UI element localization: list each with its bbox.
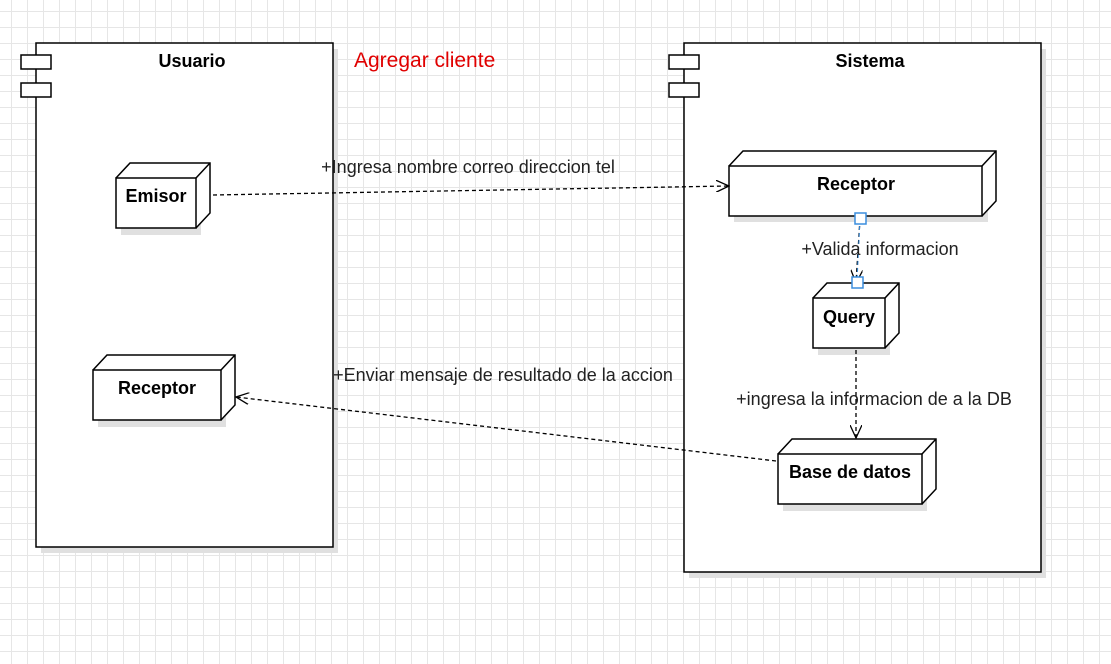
node-emisor[interactable]: Emisor (115, 162, 211, 235)
component-port-icon (20, 54, 52, 70)
message-ingresa-db-label: +ingresa la informacion de a la DB (736, 389, 1012, 409)
node-label-receptor-sistema: Receptor (817, 174, 895, 194)
selection-handle[interactable] (854, 212, 867, 225)
message-valida-label: +Valida informacion (801, 239, 958, 259)
node-label-base-de-datos: Base de datos (789, 462, 911, 482)
component-usuario[interactable]: Usuario (20, 42, 338, 553)
diagram-title: Agregar cliente (354, 49, 495, 72)
selection-guide (856, 218, 861, 283)
component-title-sistema: Sistema (835, 51, 905, 71)
component-port-icon (20, 82, 52, 98)
node-label-query: Query (823, 307, 875, 327)
message-ingresa-label: +Ingresa nombre correo direccion tel (321, 157, 615, 177)
selection-handle[interactable] (851, 276, 864, 289)
node-label-emisor: Emisor (125, 186, 186, 206)
node-query[interactable]: Query (812, 282, 900, 355)
node-base-de-datos[interactable]: Base de datos (777, 438, 937, 511)
connector-ingresa[interactable] (212, 186, 729, 196)
component-title-usuario: Usuario (158, 51, 225, 71)
node-label-receptor-usuario: Receptor (118, 378, 196, 398)
component-port-icon (668, 82, 700, 98)
node-receptor-sistema[interactable]: Receptor (728, 150, 997, 222)
component-port-icon (668, 54, 700, 70)
node-receptor-usuario[interactable]: Receptor (92, 354, 236, 427)
message-enviar-label: +Enviar mensaje de resultado de la accio… (333, 365, 673, 385)
